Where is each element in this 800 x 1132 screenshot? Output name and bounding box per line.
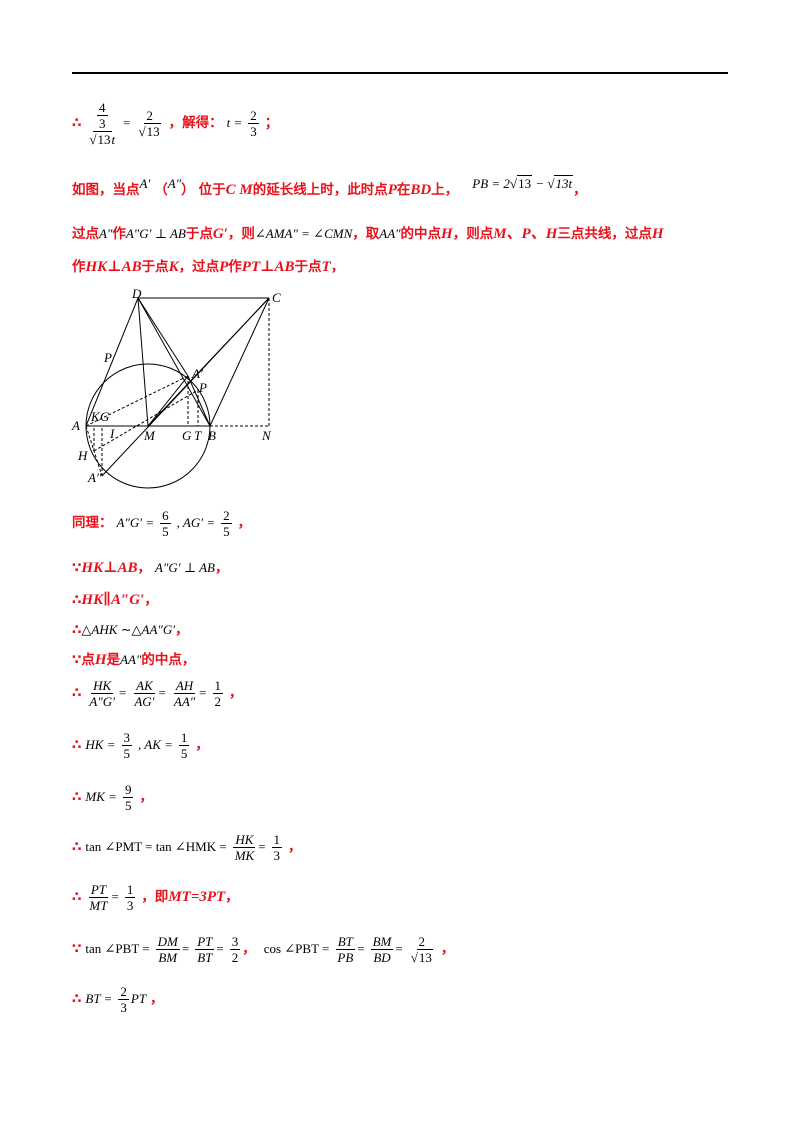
label-a-prime: A′ (191, 366, 203, 381)
fraction-right: 2 √13 (138, 108, 161, 139)
label-p-mid: P (198, 380, 207, 395)
segment-dm (137, 297, 149, 427)
dashed-aa1 (85, 375, 189, 427)
label-b: B (208, 428, 216, 443)
label-i: I (109, 426, 115, 441)
line-because-perp: ∵HK⊥AB， A″G′ ⊥ AB， (72, 560, 229, 576)
label-g-right: G (182, 428, 192, 443)
segment-cb (209, 297, 270, 427)
label-k: K (90, 409, 101, 424)
label-h: H (77, 448, 88, 463)
dashed-hp (93, 389, 199, 452)
segment-ad (85, 297, 139, 427)
geometry-figure: D C P A′ P A K G I M G T B N H A″ (71, 288, 281, 489)
label-a: A (71, 418, 80, 433)
pb-expression: PB = 2√13 − √13t (472, 175, 574, 191)
header-rule (72, 72, 728, 74)
line-midpoint: ∵点H是AA″的中点， (72, 652, 196, 668)
segment-da (137, 297, 189, 377)
segment-ma (147, 375, 189, 427)
label-t: T (194, 428, 202, 443)
label-d: D (131, 288, 142, 301)
label-p-top: P (103, 350, 112, 365)
segment-mc (147, 297, 270, 427)
label-g-left: G (100, 409, 110, 424)
label-c: C (272, 290, 281, 305)
line-construction-1: 过点A″作A″G′ ⊥ AB于点G′，则∠AMA″ = ∠CMN，取AA″的中点… (72, 226, 664, 242)
line-construction-2: 作HK⊥AB于点K，过点P作PT⊥AB于点T， (72, 259, 345, 275)
label-a-dprime: A″ (87, 470, 102, 485)
segment-db (137, 297, 211, 427)
line-parallel: ∴HK∥A″G′， (72, 592, 158, 608)
t-value: 2 3 (248, 108, 259, 139)
label-n: N (261, 428, 272, 443)
line-when-point: 如图，当点A′ （A″） 位于C M的延长线上时，此时点P在BD上， PB = … (72, 175, 587, 198)
line-similar: ∴△AHK ∼△AA″G′， (72, 622, 189, 638)
segment-ab-prime (187, 375, 211, 427)
label-m: M (143, 428, 156, 443)
